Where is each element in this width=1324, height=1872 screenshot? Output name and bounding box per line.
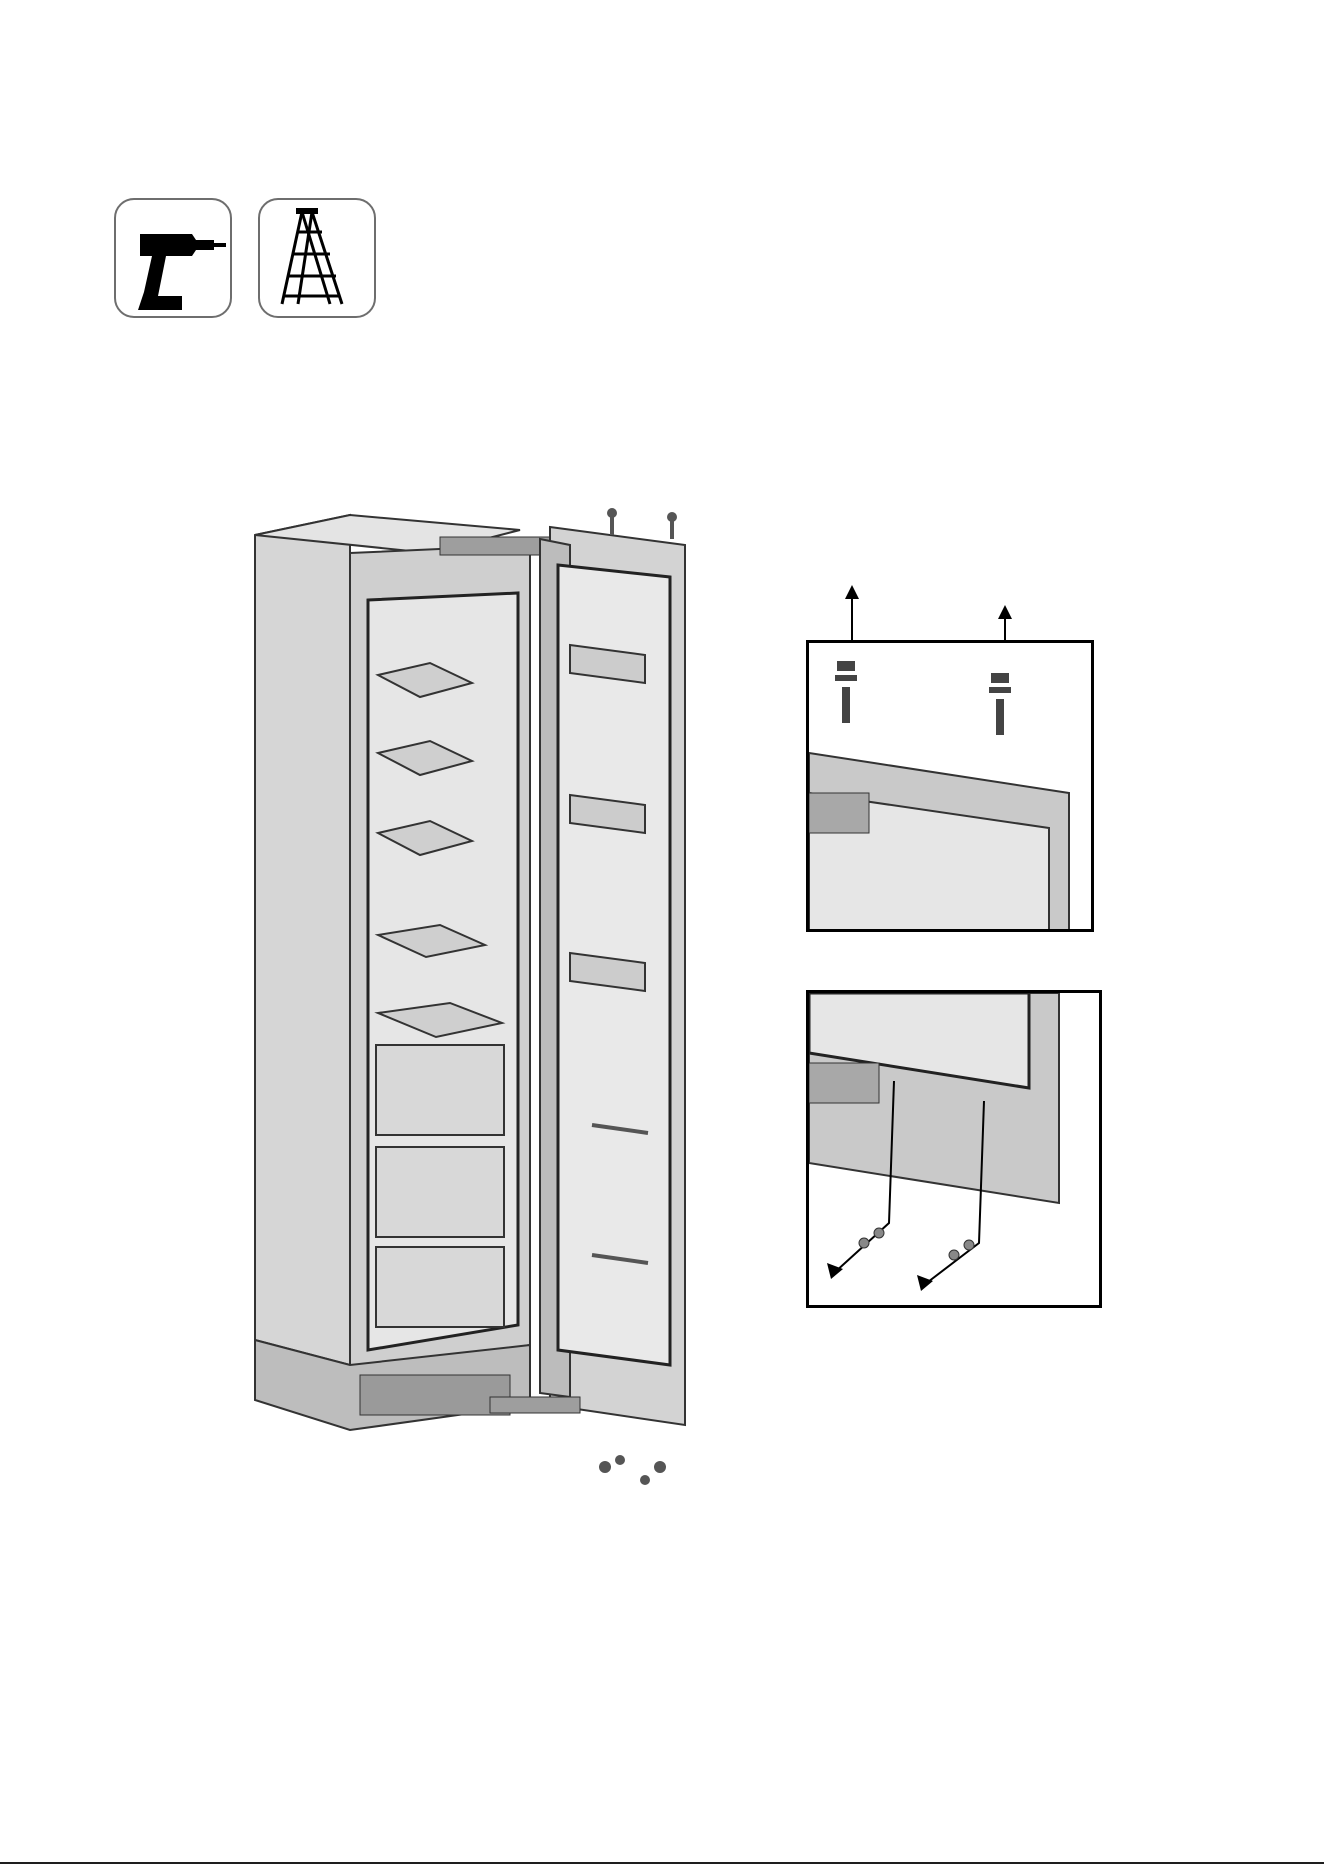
removal-direction-arrows (830, 585, 1030, 645)
bottom-hinge-detail-drawing (809, 993, 1102, 1308)
top-hinge-detail-drawing (809, 643, 1094, 932)
step-ladder-icon (260, 200, 378, 320)
bottom-hinge-detail (806, 990, 1102, 1308)
top-hinge-detail (806, 640, 1094, 932)
ladder-icon-box (258, 198, 376, 318)
drill-icon-box (114, 198, 232, 318)
cordless-drill-icon (116, 200, 234, 320)
refrigerator-illustration (240, 505, 720, 1495)
page-bottom-rule (0, 1862, 1324, 1864)
